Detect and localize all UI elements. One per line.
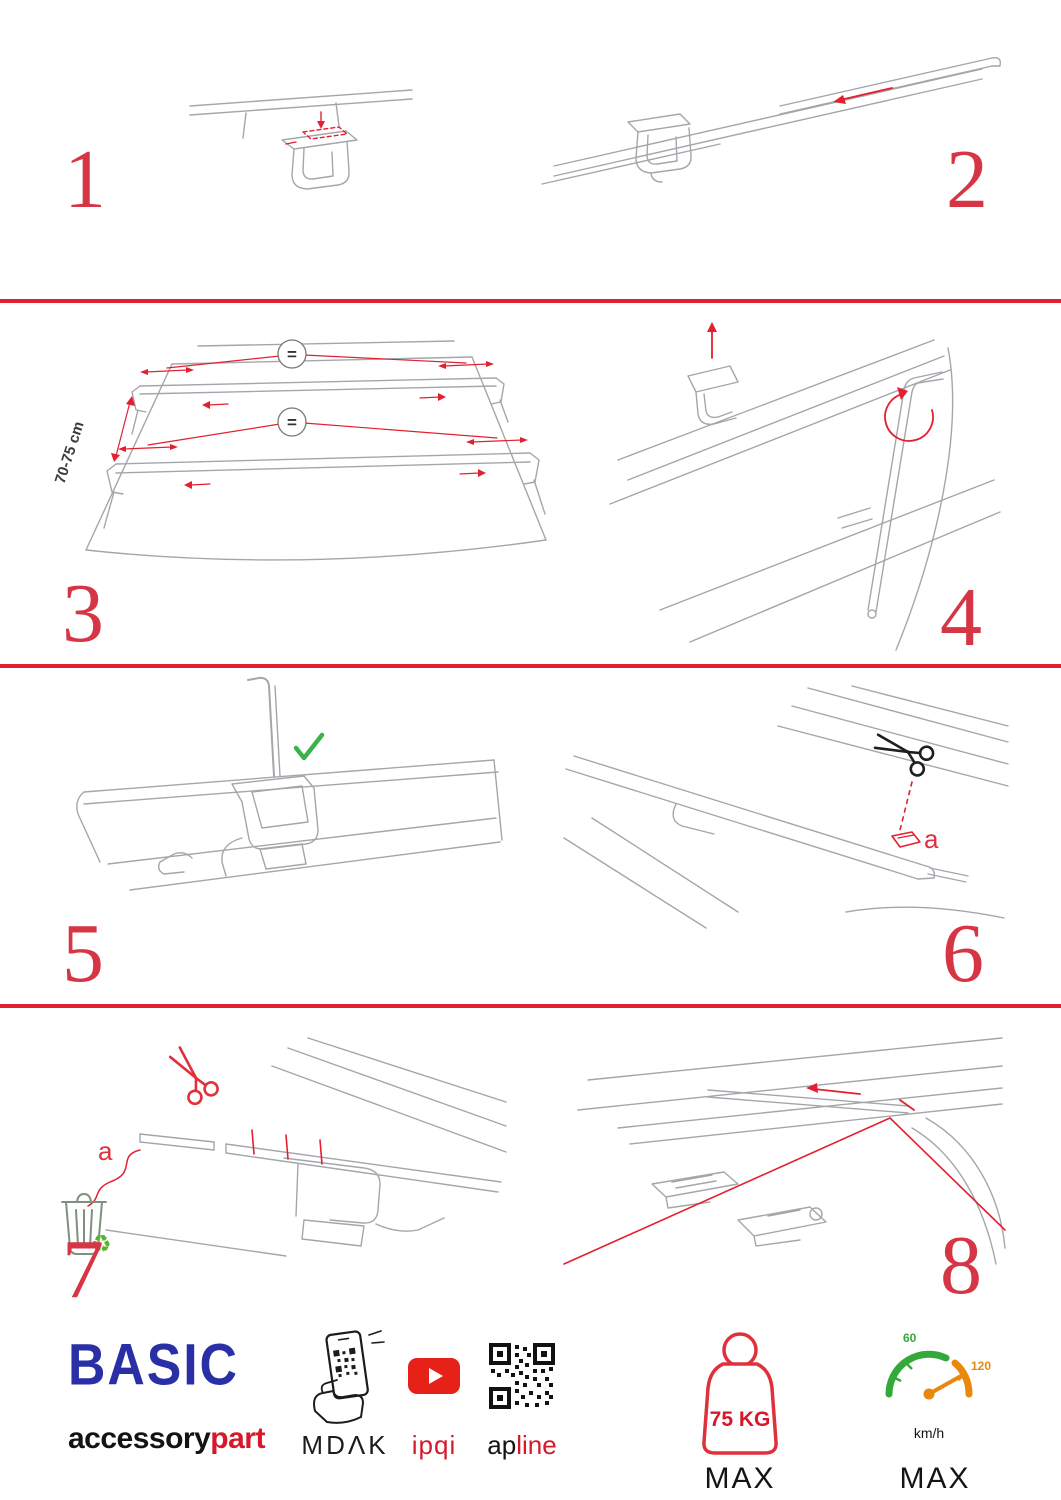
dimension-label: 70-75 cm	[52, 419, 88, 485]
step-6-number: 6	[942, 907, 984, 1000]
step-1-illustration	[189, 89, 413, 190]
youtube-label: ipqi	[411, 1430, 457, 1460]
part-label-a: a	[924, 824, 939, 854]
step-8-number: 8	[940, 1219, 982, 1312]
step-3-number: 3	[62, 567, 104, 660]
equal-symbol-2: =	[287, 413, 297, 432]
step-4-number: 4	[940, 571, 982, 664]
step-5-number: 5	[62, 907, 104, 1000]
equal-symbol-1: =	[287, 345, 297, 364]
divider-1	[0, 299, 1061, 303]
step-2-number: 2	[946, 133, 988, 226]
divider-2	[0, 664, 1061, 668]
app-label: MDΛK	[301, 1430, 389, 1460]
step-7-illustration: a ♻	[61, 1037, 507, 1258]
youtube-icon	[408, 1358, 460, 1394]
step-3-illustration: = = 70-75 cm	[52, 339, 547, 561]
trash-bin-icon	[61, 1192, 107, 1255]
qr-label: apline	[487, 1430, 556, 1461]
speed-block: 60 120 km/h MAX	[873, 1326, 997, 1496]
weight-block: 75 KG MAX	[682, 1326, 798, 1496]
brand-subtitle: accessorypart	[68, 1422, 288, 1456]
divider-3	[0, 1004, 1061, 1008]
scissors-icon	[168, 1046, 219, 1106]
speedometer-icon: 60 120 km/h	[885, 1331, 991, 1441]
recycle-icon: ♻	[90, 1230, 112, 1258]
part-label-a: a	[98, 1136, 113, 1166]
step-8-illustration	[563, 1037, 1006, 1265]
weight-max-label: MAX	[704, 1462, 776, 1495]
brand-block: BASIC accessorypart	[68, 1336, 288, 1456]
phone-qr-icon	[313, 1330, 385, 1424]
qr-block: apline	[482, 1326, 562, 1461]
qr-label-red: line	[516, 1430, 557, 1460]
weight-icon: 75 KG	[702, 1332, 778, 1455]
speed-max-value: 120	[971, 1359, 991, 1373]
brand-logo: BASIC	[68, 1332, 239, 1398]
step-4-illustration	[609, 322, 1001, 651]
step-1-number: 1	[64, 133, 106, 226]
speed-max-label: MAX	[899, 1462, 971, 1495]
speed-unit-label: km/h	[914, 1425, 944, 1441]
app-block: MDΛK	[285, 1326, 405, 1461]
step-5-illustration	[76, 676, 503, 891]
qr-code-icon	[489, 1343, 555, 1409]
youtube-block: ipqi	[399, 1326, 469, 1461]
brand-sub-red: part	[210, 1422, 265, 1455]
scissors-icon	[873, 733, 935, 777]
qr-label-black: ap	[487, 1430, 517, 1460]
step-2-illustration	[541, 56, 1002, 185]
speed-min-label: 60	[903, 1331, 917, 1345]
step-6-illustration: a	[563, 685, 1009, 929]
brand-sub-black: accessory	[68, 1422, 211, 1455]
step-7-number: 7	[62, 1223, 104, 1316]
weight-value: 75 KG	[710, 1408, 771, 1431]
check-icon	[293, 732, 325, 761]
